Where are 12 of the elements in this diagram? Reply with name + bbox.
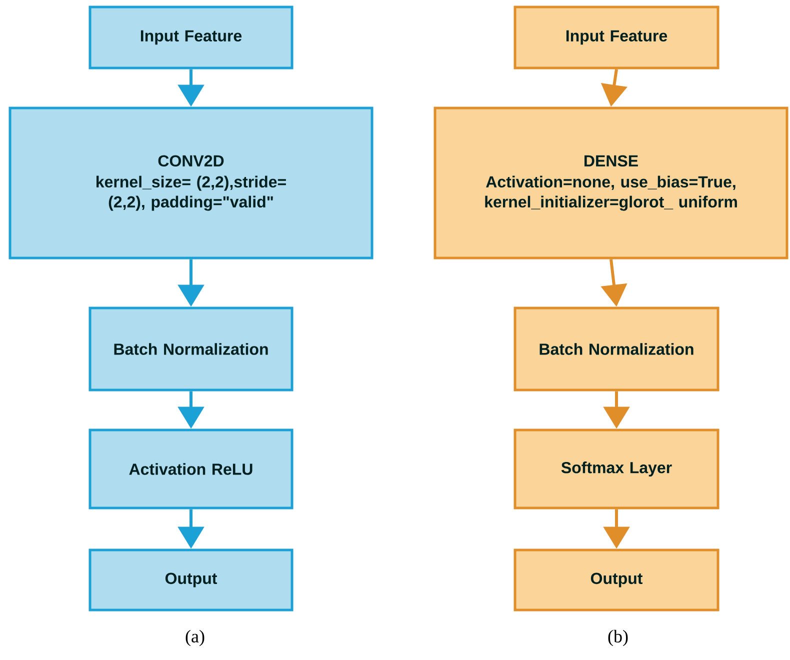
process-box: Softmax Layer [514,428,720,510]
panel-label: (a) [186,630,204,646]
process-box: Output [88,548,294,612]
process-box: Input Feature [514,6,720,70]
panel-label: (b) [608,630,628,646]
process-box: CONV2D kernel_size= (2,2),stride= (2,2), padding="valid" [8,106,374,260]
process-box: Output [514,548,720,612]
process-box: Batch Normalization [514,306,720,392]
process-box: Activation ReLU [88,428,294,510]
process-box: Input Feature [88,6,294,70]
process-box: DENSE Activation=none, use_bias=True, kernel_initializer=glorot_ uniform [434,106,788,260]
process-box: Batch Normalization [88,306,294,392]
